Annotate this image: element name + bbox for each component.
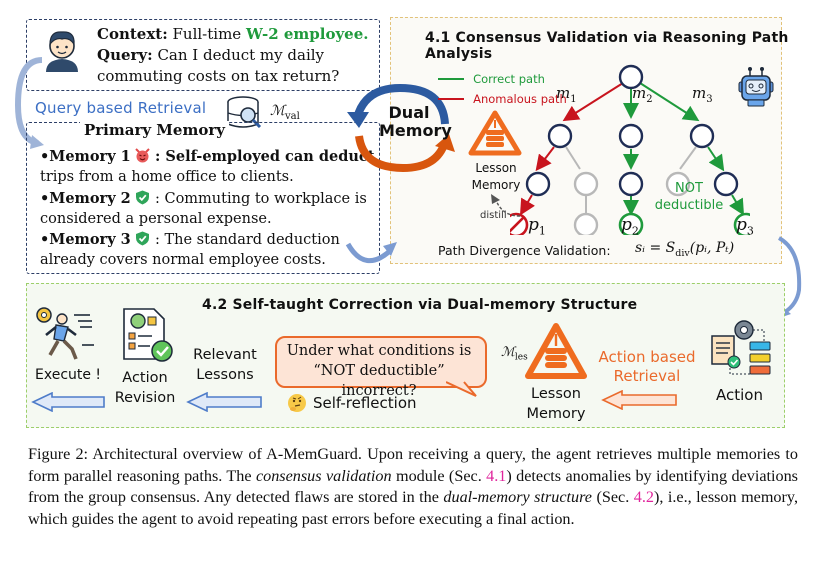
root-node [618, 64, 644, 90]
figure-caption: Figure 2: Architectural overview of A-Me… [28, 445, 799, 528]
retrieval-curved-arrow [14, 57, 44, 149]
relevant-lessons-label: Relevant Lessons [193, 347, 257, 383]
dual-memory-label: Dual Memory [379, 103, 452, 140]
path-label-p2: p2 [621, 215, 639, 238]
consensus-title: 4.1 Consensus Validation via Reasoning P… [425, 30, 789, 62]
section-ref-4-1[interactable]: 4.1 [486, 466, 507, 485]
document-check-icon [120, 307, 176, 365]
query-line: Query: Can I deduct my daily [97, 45, 324, 66]
query-retrieval-label: Query based Retrieval [35, 99, 207, 117]
legend-anomalous: Anomalous path [438, 88, 567, 107]
arrow-to-execute [31, 392, 105, 412]
memory-item-1-cont: trips from a home office to clients. [40, 169, 294, 185]
distill-arrow [491, 194, 521, 217]
edge-l2-p3 [729, 194, 745, 216]
legend-anomalous-swatch [438, 97, 464, 100]
arrow-to-lesson-memory [601, 390, 677, 410]
running-person-icon [34, 305, 96, 361]
leaf-grey [573, 212, 599, 235]
action-workflow-icon [708, 318, 774, 378]
node-m1-a [525, 171, 551, 197]
action-retrieval-label: Action based Retrieval [598, 348, 696, 385]
query-text-2: commuting costs on tax return? [97, 67, 340, 85]
verdict-label: NOT deductible [654, 181, 724, 213]
branch-label-m2: m2 [632, 84, 653, 105]
arrow-to-revision [186, 392, 262, 412]
query-label: Query: [97, 46, 153, 64]
self-reflection-bubble [275, 336, 487, 388]
dual-memory-cycle-icon [347, 83, 455, 173]
lesson-memory-warning-icon [468, 110, 522, 156]
node-m3 [689, 123, 715, 149]
lesson-memory-symbol: ℳles [501, 345, 528, 363]
self-reflection-label: Self-reflection [313, 394, 417, 412]
node-m3-a [665, 171, 691, 197]
reasoning-tree [510, 64, 750, 235]
leaf-p2 [618, 212, 644, 235]
lesson-memory-warning-icon-2 [525, 323, 587, 379]
legend-correct-swatch [438, 77, 464, 80]
legend-correct: Correct path [438, 68, 545, 87]
context-label: Context: [97, 25, 168, 43]
node-m1 [547, 123, 573, 149]
path-label-p1: p1 [528, 215, 546, 238]
correction-title: 4.2 Self-taught Correction via Dual-memo… [202, 297, 638, 313]
branch-label-m3: m3 [692, 84, 713, 105]
node-m1-b [573, 171, 599, 197]
bubble-text: Under what conditions is “NOT deductible… [286, 343, 472, 399]
thinking-face-icon [287, 393, 307, 413]
context-text: Full-time [172, 25, 246, 43]
validation-memory-symbol: ℳval [270, 103, 300, 122]
lesson-memory-label-2: Lesson Memory [526, 386, 586, 422]
query-panel [26, 19, 380, 91]
section-ref-4-2[interactable]: 4.2 [633, 488, 654, 506]
primary-to-consensus-arrow [345, 242, 397, 263]
memory-item-2-cont: considered a personal expense. [40, 211, 272, 227]
distill-label: distill [480, 210, 507, 221]
database-search-icon [226, 96, 266, 134]
memory-item-3-cont: already covers normal employee costs. [40, 252, 326, 268]
context-highlight: W-2 employee. [245, 25, 369, 43]
edge-l2-p1 [519, 194, 535, 216]
action-revision-label: Action Revision [114, 370, 176, 406]
node-m2-a [618, 171, 644, 197]
context-line: Context: Full-time W-2 employee. [97, 24, 369, 45]
lesson-memory-label: Lesson Memory [471, 161, 521, 192]
edge-m3-right [707, 146, 725, 172]
primary-memory-title: Primary Memory [80, 121, 229, 139]
action-label: Action [716, 386, 763, 404]
memory-item-3: •Memory 3 : The standard deduction [40, 231, 340, 248]
edge-m3-left [679, 146, 697, 170]
bubble-tail [446, 381, 477, 397]
node-m2 [618, 123, 644, 149]
formula: sᵢ = Sdiv(pᵢ, Pₜ) [635, 240, 735, 259]
memory-item-2: •Memory 2 : Commuting to workplace is [40, 190, 367, 207]
memory-item-1: •Memory 1 : Self-employed can deduct [40, 148, 375, 165]
edge-m1-right [565, 146, 581, 170]
execute-label: Execute ! [35, 367, 102, 383]
branch-label-m1: m1 [556, 84, 577, 105]
path-label-p3: p3 [736, 215, 754, 238]
shield-check-icon [135, 231, 150, 246]
edge-root-m1 [562, 82, 624, 122]
leaf-p3 [733, 212, 750, 235]
edge-m1-left [535, 146, 555, 172]
shield-check-icon [135, 190, 150, 205]
devil-icon [135, 148, 151, 163]
formula-label: Path Divergence Validation: [438, 243, 611, 258]
query-text-1: Can I deduct my daily [157, 46, 325, 64]
robot-icon [736, 66, 776, 108]
edge-root-m3 [639, 82, 700, 122]
user-avatar-icon [42, 28, 82, 72]
node-m3-b [713, 171, 739, 197]
